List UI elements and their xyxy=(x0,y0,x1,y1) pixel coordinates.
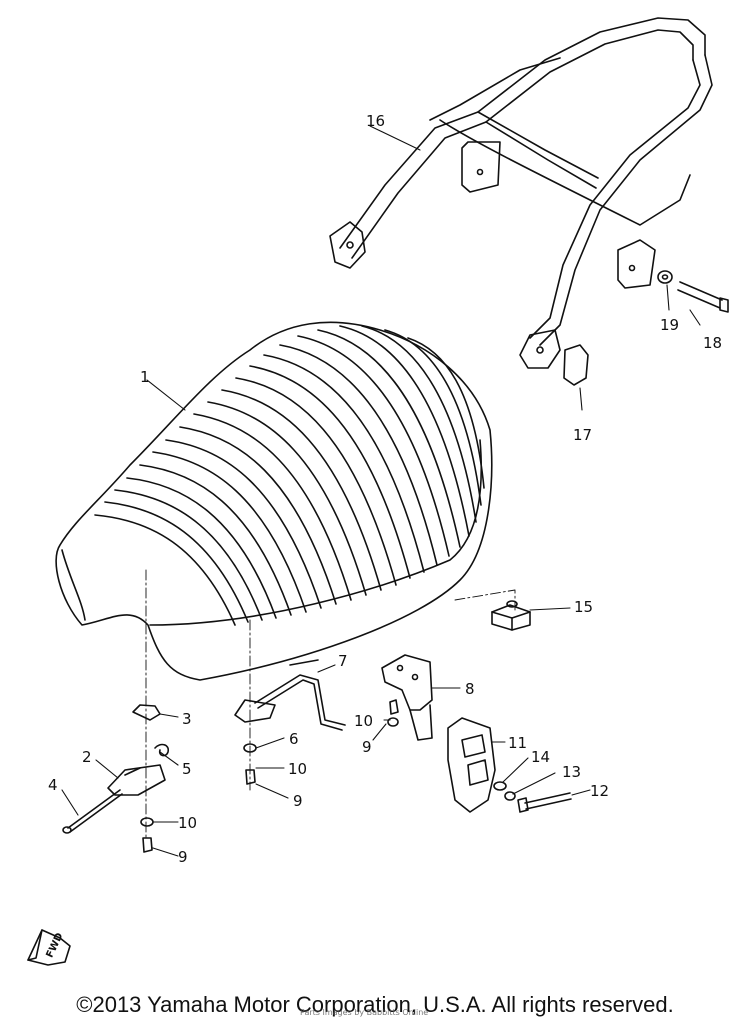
callout-9-b: 9 xyxy=(293,792,303,810)
callout-13: 13 xyxy=(562,763,581,781)
bracket-part xyxy=(381,654,433,741)
callout-15: 15 xyxy=(574,598,593,616)
callout-10: 10 xyxy=(178,814,197,832)
callout-19: 19 xyxy=(660,316,679,334)
fwd-arrow-icon xyxy=(27,929,71,966)
callout-4: 4 xyxy=(48,776,58,794)
callout-6: 6 xyxy=(289,730,299,748)
assembly-guide-lines xyxy=(145,569,516,841)
callout-5: 5 xyxy=(182,760,192,778)
callout-14: 14 xyxy=(531,748,550,766)
callout-7: 7 xyxy=(338,652,348,670)
seat-part xyxy=(55,321,493,681)
callout-8: 8 xyxy=(465,680,475,698)
leader-lines xyxy=(61,125,701,857)
damper-part xyxy=(491,600,531,631)
grab-rail-part xyxy=(329,17,713,369)
callout-labels: 1 2 3 4 5 6 7 8 9 10 11 12 13 14 15 16 1… xyxy=(48,112,722,866)
copyright-notice: ©2013 Yamaha Motor Corporation, U.S.A. A… xyxy=(76,992,674,1017)
callout-11: 11 xyxy=(508,734,527,752)
watermark-text: Parts Images by Babbitts Online xyxy=(300,1008,429,1017)
callout-18: 18 xyxy=(703,334,722,352)
callout-10-c: 10 xyxy=(354,712,373,730)
seat-lock-parts xyxy=(447,717,572,813)
callout-9-c: 9 xyxy=(362,738,372,756)
callout-16: 16 xyxy=(366,112,385,130)
callout-10-b: 10 xyxy=(288,760,307,778)
callout-9: 9 xyxy=(178,848,188,866)
callout-2: 2 xyxy=(82,748,92,766)
callout-12: 12 xyxy=(590,782,609,800)
callout-17: 17 xyxy=(573,426,592,444)
rail-hardware xyxy=(563,270,729,386)
callout-3: 3 xyxy=(182,710,192,728)
seat-hinge-parts xyxy=(62,704,170,853)
callout-1: 1 xyxy=(140,368,150,386)
